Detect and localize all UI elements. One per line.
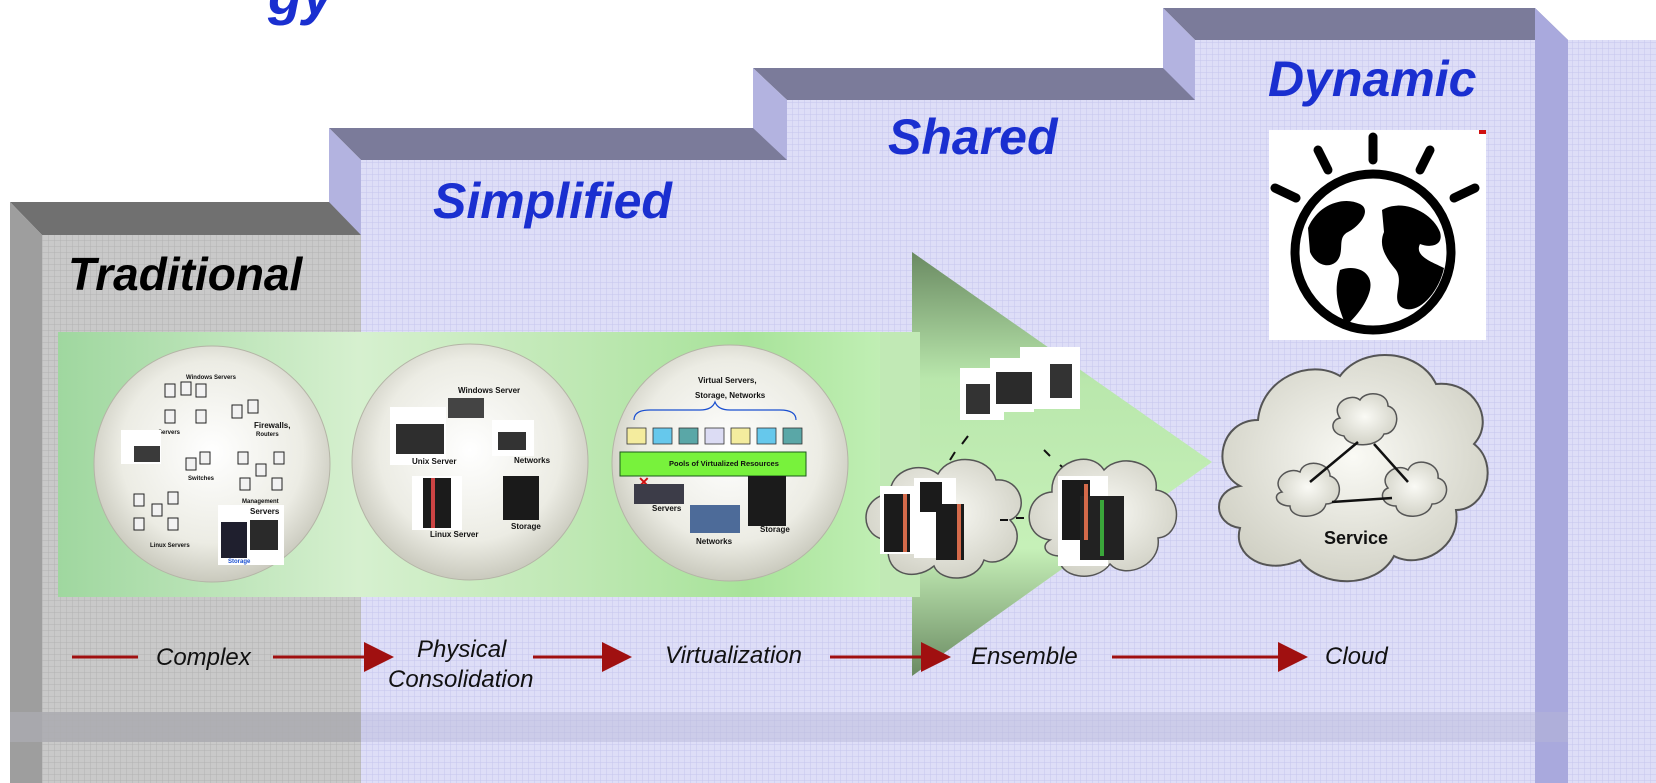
circle-simplified: Windows Server Unix Server Networks Linu… <box>351 343 589 581</box>
label-windows-servers: Windows Servers <box>186 375 237 381</box>
label-networks-3: Networks <box>696 537 733 546</box>
floor-ledge-grey <box>10 712 361 742</box>
network-box-icon <box>498 432 526 450</box>
label-ensemble: Ensemble <box>971 643 1078 670</box>
label-routers: Routers <box>256 432 279 438</box>
progression-row: Complex Physical Consolidation Virtualiz… <box>72 636 1388 693</box>
x-mark-icon: ✕ <box>638 474 650 490</box>
label-firewalls: Firewalls, <box>254 421 290 430</box>
label-service: Service <box>1324 528 1388 548</box>
page-title-fragment: gy <box>267 0 336 26</box>
title-dynamic: Dynamic <box>1268 51 1477 107</box>
label-physical: Physical <box>417 636 507 663</box>
blade-servers-icon <box>634 484 684 504</box>
ensemble-group <box>865 347 1178 579</box>
service-cloud: Service <box>1218 354 1489 583</box>
label-servers-3: Servers <box>652 504 682 513</box>
brace <box>633 400 797 421</box>
server-tower-icons <box>133 381 285 531</box>
pools-bar <box>619 451 807 477</box>
planet-logo <box>1269 130 1486 340</box>
label-storage-2: Storage <box>511 522 541 531</box>
title-shared: Shared <box>888 109 1059 165</box>
resource-blocks <box>626 427 803 445</box>
title-traditional: Traditional <box>68 248 304 300</box>
network-storage-icon <box>690 505 740 533</box>
blade-server-icon <box>448 398 484 418</box>
label-storage-3: Storage <box>760 525 790 534</box>
label-complex: Complex <box>156 644 252 671</box>
circle-traditional: Windows Servers Servers Firewalls, Route… <box>93 345 331 583</box>
circle-virtual: Virtual Servers, Storage, Networks Pools… <box>611 344 849 582</box>
label-networks: Networks <box>514 456 551 465</box>
label-storage-networks: Storage, Networks <box>695 391 766 400</box>
label-servers: Servers <box>158 430 181 436</box>
label-windows-server: Windows Server <box>458 386 520 395</box>
label-switches: Switches <box>188 476 215 482</box>
rack-server-icon <box>134 446 160 462</box>
label-consolidation: Consolidation <box>388 666 533 693</box>
label-virtualization: Virtualization <box>665 642 802 669</box>
label-cloud: Cloud <box>1325 643 1388 670</box>
label-storage: Storage <box>228 559 251 565</box>
storage-rack-icon <box>221 522 247 558</box>
cloud-right <box>1028 458 1178 577</box>
label-linux-server: Linux Server <box>430 530 478 539</box>
linux-server-rack-icon <box>423 478 451 528</box>
label-pools: Pools of Virtualized Resources <box>669 459 779 468</box>
rays-icon <box>1270 132 1480 203</box>
label-servers-2: Servers <box>250 507 280 516</box>
server-box-icon <box>250 520 278 550</box>
title-simplified: Simplified <box>433 173 673 229</box>
storage-rack-icon-3 <box>748 476 786 526</box>
server-stack-top <box>960 347 1080 420</box>
label-management: Management <box>242 499 279 505</box>
label-unix-server: Unix Server <box>412 457 456 466</box>
label-linux-servers: Linux Servers <box>150 543 190 549</box>
unix-server-icon <box>396 424 444 454</box>
cloud-left <box>865 458 1022 579</box>
storage-icon <box>503 476 539 520</box>
label-virtual-servers: Virtual Servers, <box>698 376 757 385</box>
